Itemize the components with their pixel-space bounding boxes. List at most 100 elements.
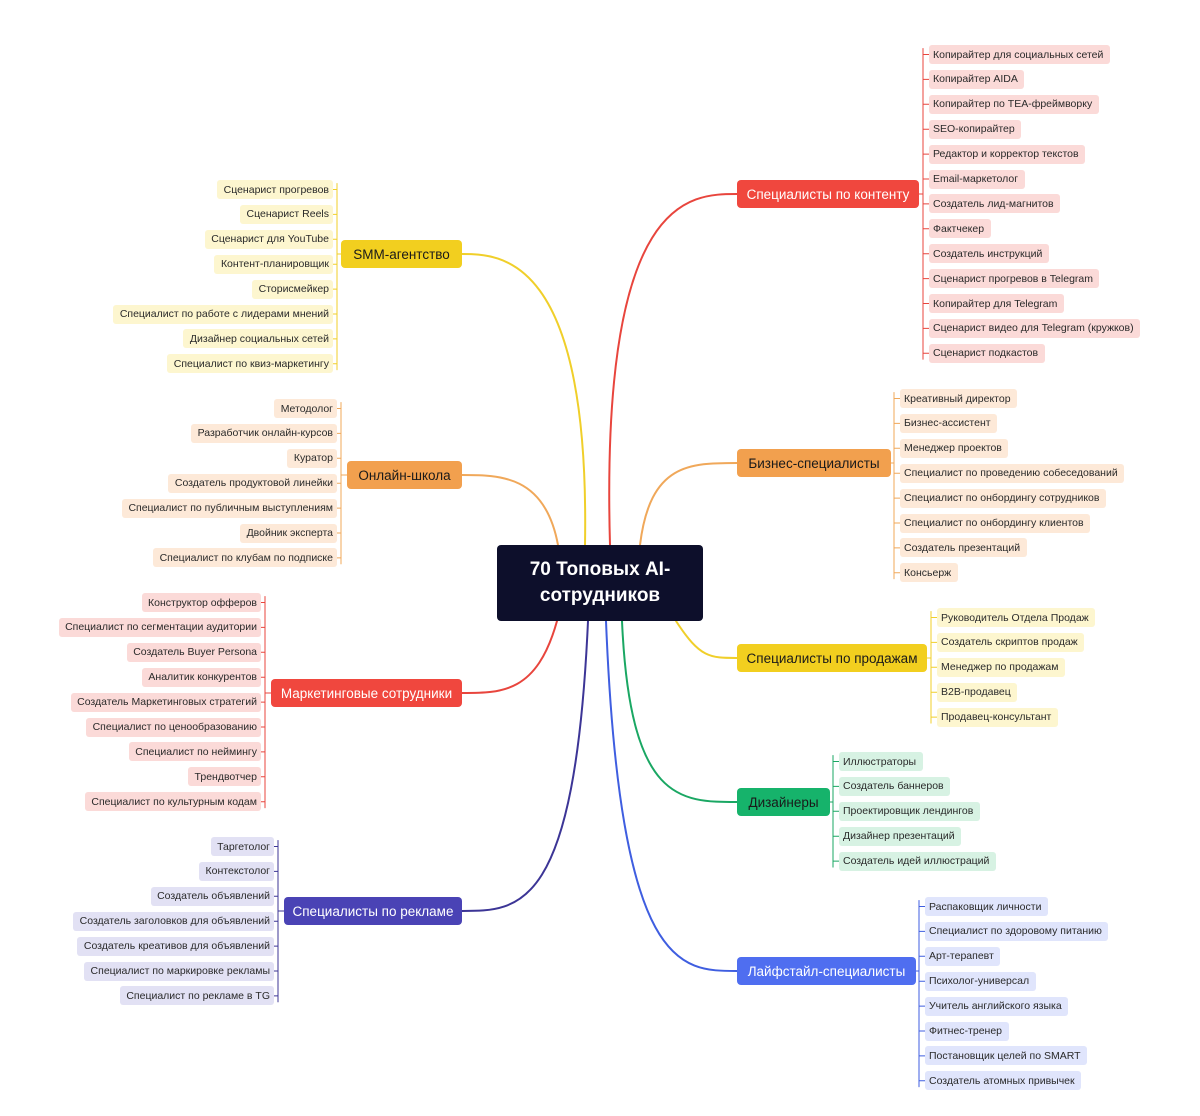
leaf-label: Специалист по здоровому питанию: [929, 925, 1102, 938]
leaf-node: Специалист по онбордингу клиентов: [900, 513, 1090, 533]
leaf-node: Специалист по здоровому питанию: [925, 921, 1108, 941]
branch-online-school: Онлайн-школа: [347, 461, 462, 489]
leaf-label: Конструктор офферов: [148, 596, 257, 609]
leaf-label: Специалист по маркировке рекламы: [90, 965, 270, 977]
connector-sales-specialists: [675, 620, 738, 659]
leaf-node: Сторисмейкер: [252, 279, 333, 299]
leaf-node: Специалист по квиз-маркетингу: [167, 354, 333, 374]
leaf-label: Распаковщик личности: [929, 900, 1042, 913]
branch-content-specialists: Специалисты по контенту: [737, 180, 919, 208]
connector-online-school: [461, 474, 559, 546]
leaf-label: Копирайтер для Telegram: [933, 297, 1058, 310]
connector-business-specialists: [639, 462, 738, 546]
leaf-node: Создатель скриптов продаж: [937, 632, 1084, 652]
leaf-label: Сценарист видео для Telegram (кружков): [933, 322, 1134, 335]
leaf-node: Креативный директор: [900, 389, 1017, 408]
leaf-node: Разработчик онлайн-курсов: [191, 423, 337, 443]
leaf-label: Разработчик онлайн-курсов: [197, 427, 333, 440]
leaf-node: B2B-продавец: [937, 682, 1017, 702]
leaf-label: B2B-продавец: [941, 686, 1011, 699]
leaf-node: Копирайтер для социальных сетей: [929, 45, 1110, 64]
leaf-node: Арт-терапевт: [925, 946, 1000, 966]
leaf-node: Копирайтер AIDA: [929, 69, 1024, 89]
leaf-label: Контекстолог: [205, 865, 270, 878]
leaf-label: Сценарист Reels: [246, 208, 329, 221]
leaf-label: Создатель Buyer Persona: [133, 646, 257, 659]
leaf-label: Сторисмейкер: [258, 283, 329, 296]
leaf-node: Сценарист прогревов в Telegram: [929, 269, 1099, 289]
leaf-label: Куратор: [293, 452, 333, 465]
leaf-node: Копирайтер для Telegram: [929, 294, 1064, 313]
leaf-node: Сценарист для YouTube: [205, 229, 333, 249]
leaf-label: Специалист по сегментации аудитории: [65, 621, 257, 634]
leaf-node: Распаковщик личности: [925, 897, 1048, 916]
leaf-node: Руководитель Отдела Продаж: [937, 608, 1095, 627]
leaf-node: Менеджер проектов: [900, 438, 1008, 458]
connector-lifestyle-specialists: [605, 620, 738, 972]
leaf-node: Создатель продуктовой линейки: [168, 473, 337, 493]
leaf-label: Дизайнер социальных сетей: [189, 332, 329, 345]
leaf-node: Конструктор офферов: [142, 593, 261, 612]
leaf-label: Специалист по рекламе в TG: [126, 989, 270, 1002]
leaf-node: Дизайнер презентаций: [839, 826, 961, 846]
leaf-node: Сценарист видео для Telegram (кружков): [929, 318, 1140, 338]
leaf-node: Email-маркетолог: [929, 169, 1025, 189]
leaf-node: Создатель лид-магнитов: [929, 194, 1060, 214]
leaf-label: Создатель презентаций: [904, 541, 1021, 554]
leaf-node: Редактор и корректор текстов: [929, 144, 1085, 164]
leaf-node: Создатель идей иллюстраций: [839, 851, 996, 871]
leaf-node: Специалист по онбордингу сотрудников: [900, 488, 1106, 508]
leaf-node: Специалист по сегментации аудитории: [59, 617, 261, 637]
leaf-node: Фактчекер: [929, 219, 991, 239]
leaf-node: Специалист по клубам по подписке: [153, 548, 337, 568]
branch-lifestyle-specialists: Лайфстайл-специалисты: [737, 957, 916, 985]
branch-label: Специалисты по рекламе: [292, 903, 454, 919]
leaf-label: Email-маркетолог: [933, 173, 1019, 185]
connector-marketing-staff: [461, 620, 558, 694]
branch-label: Бизнес-специалисты: [748, 455, 880, 471]
leaf-node: SEO-копирайтер: [929, 119, 1021, 139]
leaf-node: Таргетолог: [211, 837, 274, 856]
leaf-label: Контент-планировщик: [220, 258, 329, 271]
branch-marketing-staff: Маркетинговые сотрудники: [271, 679, 462, 707]
leaf-label: Менеджер проектов: [904, 442, 1002, 455]
leaf-label: Специалист по онбордингу клиентов: [904, 517, 1084, 529]
leaf-node: Методолог: [274, 399, 337, 418]
leaf-label: Создатель идей иллюстраций: [843, 855, 990, 868]
branch-smm-agency: SMM-агентство: [341, 240, 462, 268]
leaf-label: Создатель атомных привычек: [929, 1074, 1075, 1087]
leaf-label: Таргетолог: [217, 840, 270, 853]
leaf-label: Создатель объявлений: [157, 890, 270, 903]
leaf-node: Психолог-универсал: [925, 971, 1036, 991]
leaf-label: Креативный директор: [904, 392, 1011, 405]
leaf-label: Создатель инструкций: [933, 247, 1043, 260]
leaf-node: Двойник эксперта: [240, 523, 337, 543]
leaf-label: Копирайтер для социальных сетей: [933, 48, 1104, 61]
leaf-label: Специалист по неймингу: [135, 745, 257, 758]
leaf-label: Сценарист подкастов: [933, 347, 1039, 360]
leaf-label: Создатель заголовков для объявлений: [79, 915, 270, 928]
leaf-label: Специалист по культурным кодам: [91, 795, 257, 808]
branch-sales-specialists: Специалисты по продажам: [737, 644, 927, 672]
leaf-label: Дизайнер презентаций: [843, 830, 955, 843]
branch-label: Маркетинговые сотрудники: [280, 685, 453, 701]
leaf-label: Психолог-универсал: [929, 975, 1030, 988]
leaf-label: Арт-терапевт: [929, 950, 994, 963]
leaf-node: Специалист по ценообразованию: [86, 717, 261, 737]
leaf-label: Методолог: [280, 402, 333, 415]
center-title: 70 Топовых AI-сотрудников: [529, 559, 671, 606]
leaf-node: Специалист по публичным выступлениям: [122, 498, 337, 518]
leaf-label: Продавец-консультант: [941, 711, 1052, 724]
branch-label: Онлайн-школа: [358, 467, 451, 483]
leaf-label: Специалист по онбордингу сотрудников: [904, 492, 1100, 505]
leaf-node: Проектировщик лендингов: [839, 801, 980, 821]
leaf-label: Аналитик конкурентов: [148, 671, 257, 684]
leaf-node: Трендвотчер: [188, 767, 261, 787]
branch-label: SMM-агентство: [353, 246, 450, 262]
leaf-node: Создатель атомных привычек: [925, 1071, 1081, 1091]
connector-ad-specialists: [461, 620, 589, 912]
leaf-label: Специалист по квиз-маркетингу: [173, 357, 329, 370]
leaf-label: Специалист по ценообразованию: [92, 721, 257, 733]
leaf-node: Создатель Маркетинговых стратегий: [71, 692, 261, 712]
leaf-node: Специалист по проведению собеседований: [900, 463, 1124, 483]
